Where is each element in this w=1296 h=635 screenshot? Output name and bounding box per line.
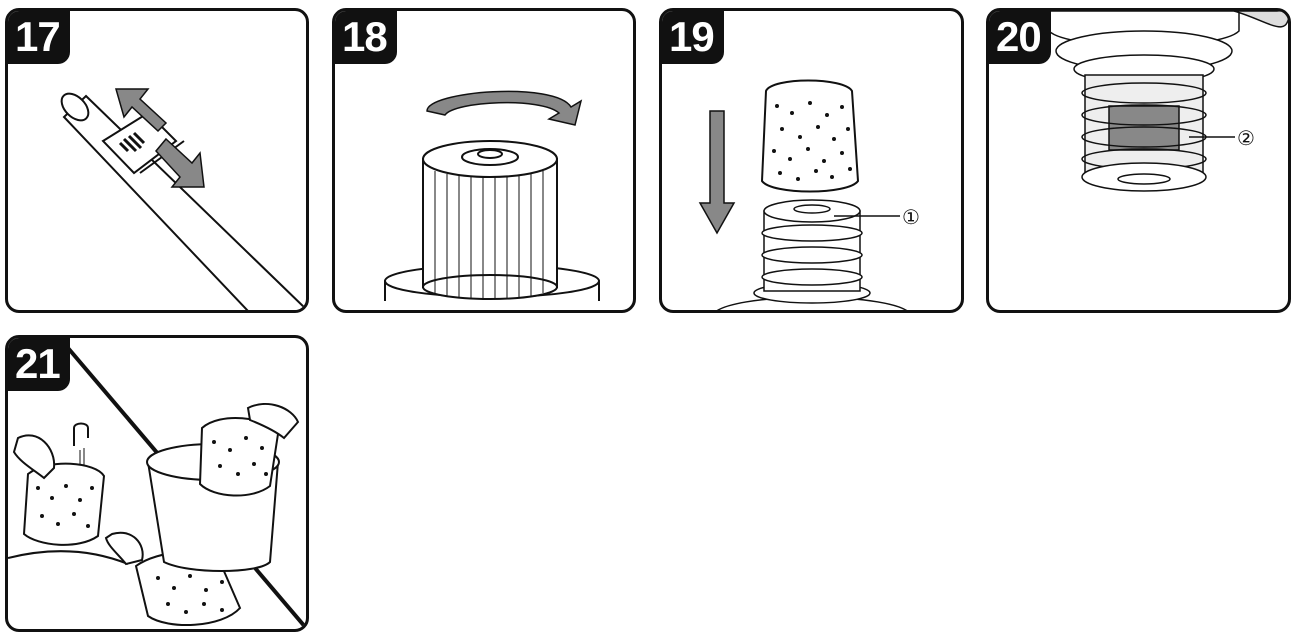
filter-cage	[712, 200, 912, 313]
callout-2: ②	[1237, 126, 1255, 150]
foam-sleeve-soak	[200, 418, 278, 496]
step-21-panel: 21	[5, 335, 309, 632]
hand-icon	[14, 435, 54, 478]
rotate-arrow-icon	[427, 91, 581, 125]
step-number: 17	[5, 8, 70, 64]
foam-sleeve-rinse	[24, 464, 104, 545]
arrow-down-icon	[700, 111, 734, 233]
step-18-panel: 18	[332, 8, 636, 313]
step-19-panel: ① 19	[659, 8, 964, 313]
step-number: 18	[332, 8, 397, 64]
step-number: 19	[659, 8, 724, 64]
step-number: 21	[5, 335, 70, 391]
callout-1: ①	[902, 205, 920, 229]
step-20-panel: ② 20	[986, 8, 1291, 313]
foam-sleeve	[762, 81, 858, 192]
step-17-panel: 17	[5, 8, 309, 313]
step-number: 20	[986, 8, 1051, 64]
